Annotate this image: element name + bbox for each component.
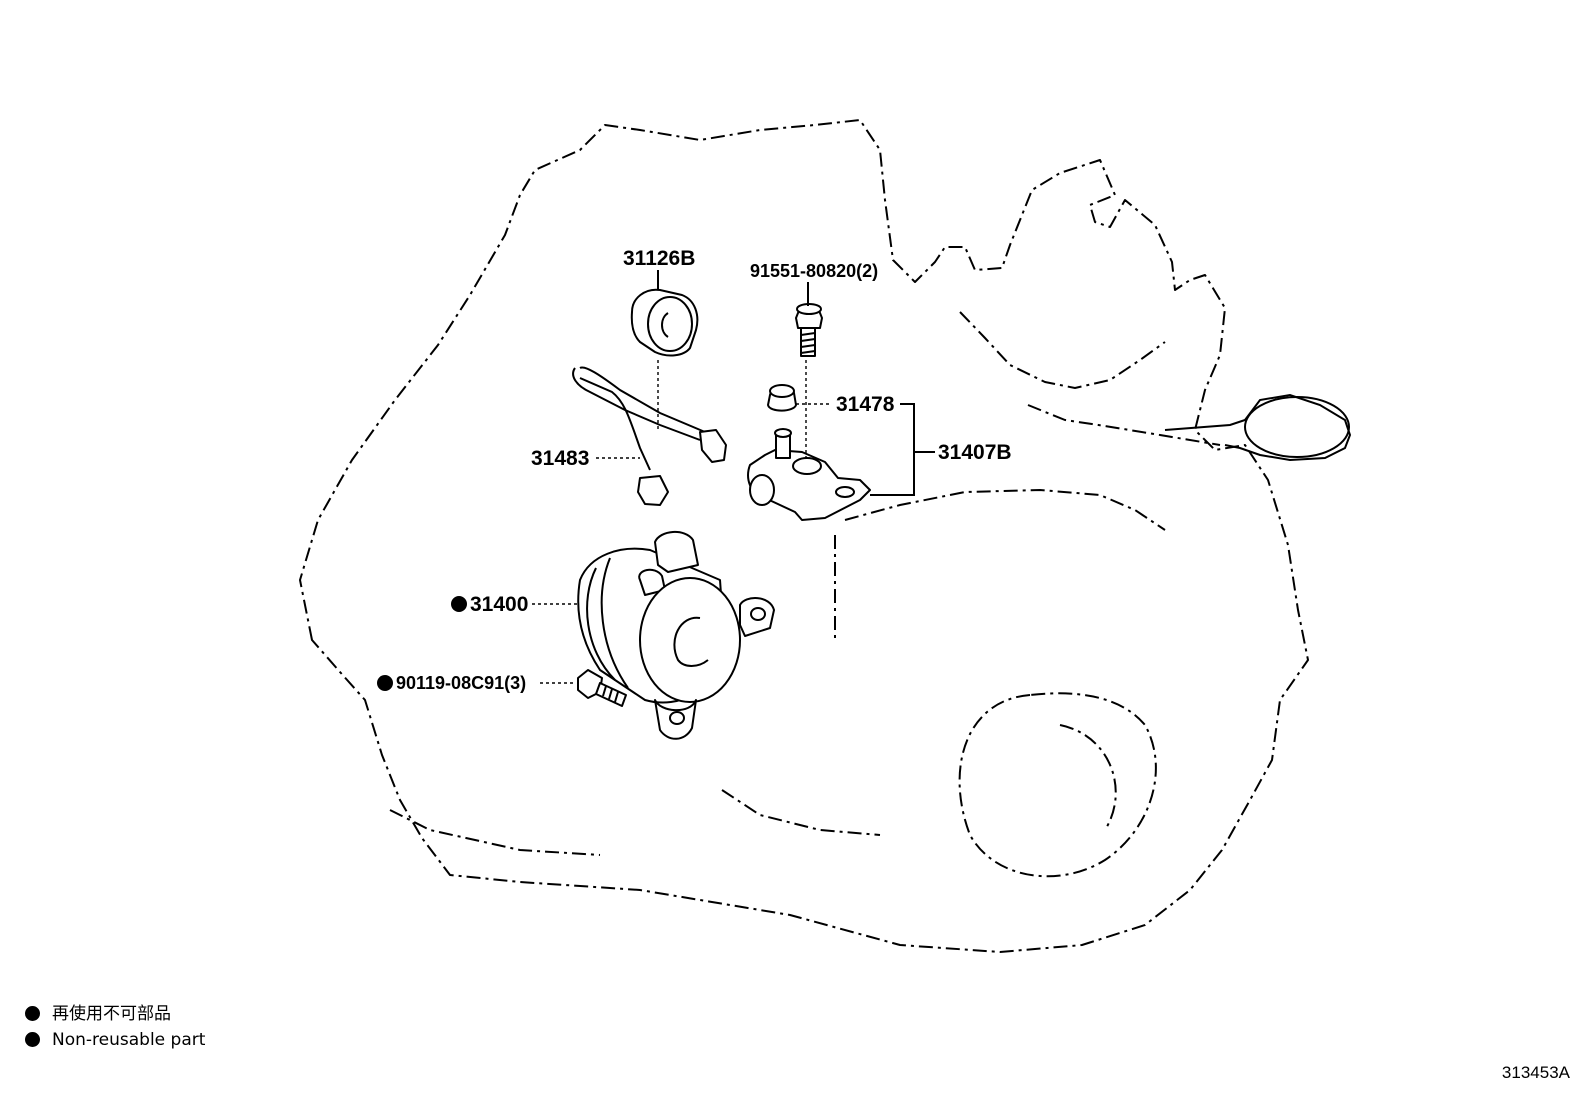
clutch-tube-part [572, 366, 727, 506]
cylinder-bolt-part [577, 669, 627, 707]
housing-lower-edge [1027, 404, 1221, 446]
non-reusable-dot-icon [25, 1032, 40, 1047]
label-union-bracket: 31407B [938, 441, 1012, 464]
bolt-part [795, 303, 823, 357]
non-reusable-marker-cylinder [451, 596, 467, 612]
housing-inner-edge [959, 311, 1166, 389]
union-bracket-part [747, 428, 871, 521]
transmission-housing-outline [299, 119, 1309, 953]
legend-english-text: Non-reusable part [52, 1030, 206, 1050]
housing-bottom-rib [389, 809, 601, 856]
housing-bellhousing-edge [844, 489, 1166, 531]
illustration-code: 313453A [1501, 1063, 1570, 1082]
label-cylinder-bolt: 90119-08C91(3) [396, 673, 526, 693]
legend-japanese: 再使用不可部品 [25, 1004, 171, 1024]
non-reusable-dot-icon [25, 1006, 40, 1021]
bleeder-cap-part [767, 384, 797, 412]
label-tube: 31483 [531, 447, 589, 470]
housing-lower-rib [721, 789, 881, 836]
shift-lever-arm [1164, 393, 1352, 462]
legend-english: Non-reusable part [25, 1030, 205, 1050]
output-shaft-inner [1059, 724, 1117, 831]
label-bolt: 91551-80820(2) [750, 261, 878, 281]
output-shaft-opening [958, 692, 1157, 878]
label-release-cylinder: 31400 [470, 593, 528, 616]
grommet-part [630, 288, 699, 357]
callout-bracket-union [870, 403, 935, 496]
shift-lever-ring [1244, 396, 1350, 458]
non-reusable-marker-bolt [377, 675, 393, 691]
legend-japanese-text: 再使用不可部品 [52, 1004, 171, 1024]
label-grommet: 31126B [623, 247, 695, 270]
release-cylinder-part [577, 531, 775, 740]
label-bleeder-cap: 31478 [836, 393, 895, 416]
